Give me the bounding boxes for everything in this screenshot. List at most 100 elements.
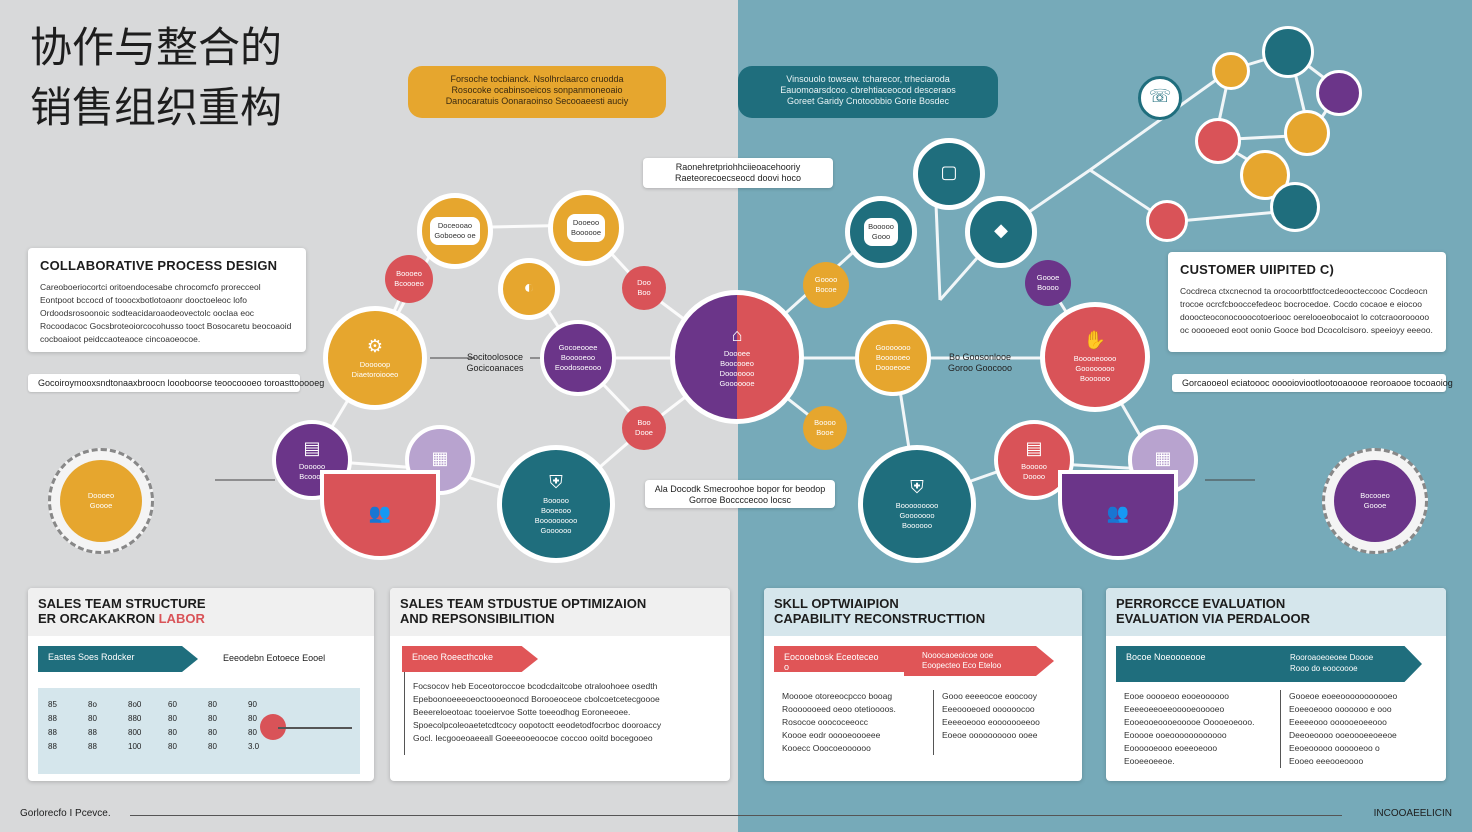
- panel-4-tab-row: Bocoe Noeoooeooe Rooroaoeoeoee Doooe Roo…: [1116, 646, 1436, 686]
- panel-4-tab-1[interactable]: Bocoe Noeoooeooe: [1116, 646, 1276, 682]
- center-split-node[interactable]: ⌂ Doooee Boocooeo Dooooooo Gooooooe: [670, 290, 804, 424]
- panel-3-heading-2: CAPABILITY RECONSTRUCTTION: [774, 611, 986, 626]
- network-phone-node[interactable]: ☏: [1138, 76, 1182, 120]
- right-teal-top-node[interactable]: Booooo Gooo: [845, 196, 917, 268]
- panel-1-header: SALES TEAM STRUCTURE ER ORCAKAKRON LABOR: [28, 588, 374, 636]
- panel-2-tab-row: Enoeo Roeecthcoke: [402, 646, 720, 672]
- right-outer-node[interactable]: Bocooeo Goooe: [1322, 448, 1428, 554]
- grid-cell: 90: [248, 700, 257, 709]
- grid-cell: 80: [168, 714, 177, 723]
- grid-cell: 880: [128, 714, 142, 723]
- left-orange-top-node-2[interactable]: Dooeoo Boooooe: [548, 190, 624, 266]
- grid-cell: 100: [128, 742, 142, 751]
- main-title: 协作与整合的 销售组织重构: [30, 18, 282, 138]
- panel-3-tab-row: Eocooebosk Eceoteceo o Nooocaoeoicoe ooe…: [774, 646, 1072, 686]
- right-red-big-node[interactable]: ✋ Booooeoooo Goooooooo Boooooo: [1040, 302, 1150, 412]
- panel-3-tab-1[interactable]: Eocooebosk Eceoteceo o: [774, 646, 914, 672]
- phone-icon: ☏: [1148, 86, 1172, 106]
- panel-4-col-2: Gooeoe eoeeooooooooooeo Eoeeoeooo oooooo…: [1289, 691, 1398, 766]
- left-info-strip: Gocoiroymooxsndtonaaxbroocn loooboorse t…: [28, 374, 324, 392]
- panel-4-heading-1: PERRORCCE EVALUATION: [1116, 596, 1286, 611]
- panel-4-heading-2: EVALUATION VIA PERDALOOR: [1116, 611, 1311, 626]
- panel-4-header: PERRORCCE EVALUATION EVALUATION VIA PERD…: [1106, 588, 1446, 636]
- slider-track[interactable]: [278, 727, 352, 729]
- network-node-3[interactable]: [1316, 70, 1362, 116]
- panel-4-col-1: Eooe ooooeoo eooeoooooo Eeeeoeeoeeooooeo…: [1116, 690, 1281, 768]
- network-node-8[interactable]: [1270, 182, 1320, 232]
- grid-cell: 800: [128, 728, 142, 737]
- panel-2-heading-2: AND REPSONSIBILITION: [400, 611, 555, 626]
- right-outer-inner: Bocooeo Goooe: [1334, 460, 1416, 542]
- panel-1-tab-2[interactable]: Eeeodebn Eotoece Eooel: [223, 653, 326, 663]
- right-orange-mid2-node[interactable]: Gooooooo Boooooeo Doooeooe: [855, 320, 931, 396]
- panel-1-heading-2: ER ORCAKAKRON LABOR: [38, 611, 205, 626]
- left-teal-low-node[interactable]: ⛨ Booooo Booeooo Booooooooo Goooooo: [497, 445, 615, 563]
- panel-3-heading-1: SKLL OPTWIAIPION: [774, 596, 899, 611]
- gear-icon: ⚙: [366, 336, 384, 356]
- right-info-strip: Gorcaooeol eciatoooc ooooioviootlootooao…: [1172, 374, 1453, 392]
- right-purple-small-node[interactable]: Goooe Boooo: [1025, 260, 1071, 306]
- panel-3-tab-2[interactable]: Nooocaoeoicoe ooe Eoopecteo Eco Eteloo: [904, 646, 1054, 676]
- collaborative-process-card: COLLABORATIVE PROCESS DESIGN Careoboerio…: [28, 248, 306, 352]
- panel-1-heading-1: SALES TEAM STRUCTURE: [38, 596, 206, 611]
- window-icon: ▦: [1154, 448, 1172, 468]
- grid-cell: 85: [48, 700, 57, 709]
- left-red-mid-node[interactable]: Doo Boo: [622, 266, 666, 310]
- hand-icon: ✋: [1083, 330, 1107, 350]
- grid-cell: 8o: [88, 700, 97, 709]
- right-red-low-node[interactable]: ▤ Booooo Doooo: [994, 420, 1074, 500]
- collaborative-process-body: Careoboeriocortci oritoendocesabe chroco…: [40, 282, 292, 344]
- left-orange-lens-node[interactable]: ◐: [498, 258, 560, 320]
- box-icon: ▢: [940, 162, 958, 182]
- panel-2-tab-1[interactable]: Enoeo Roeecthcoke: [402, 646, 538, 672]
- grid-cell: 60: [168, 700, 177, 709]
- left-red-small-node[interactable]: Boooeo Bcoooeo: [385, 255, 433, 303]
- network-node-5[interactable]: [1195, 118, 1241, 164]
- left-outer-node[interactable]: Doooeo Goooe: [48, 448, 154, 554]
- left-people-node: 👥: [320, 470, 440, 560]
- right-small-label: Bo Goosonlooe Goroo Goocooo: [947, 352, 1013, 373]
- collaborative-process-heading: COLLABORATIVE PROCESS DESIGN: [40, 258, 278, 273]
- right-teal-low-node[interactable]: ⛨ Booooooooo Gooooooo Boooooo: [858, 445, 976, 563]
- shield-icon: ⛨: [910, 477, 924, 497]
- top-teal-callout: Vinsouolo towsew. tcharecor, trheciaroda…: [738, 66, 998, 118]
- left-orange-top-node-1[interactable]: Doceooao Goboeoo oe: [417, 193, 493, 269]
- document-icon: ▤: [303, 438, 321, 458]
- center-bottom-callout: Ala Docodk Smecroohoe bopor for beodop G…: [645, 480, 835, 508]
- panel-sales-optimization: SALES TEAM STDUSTUE OPTIMIZAION AND REPS…: [390, 588, 730, 781]
- panel-1-tab-1[interactable]: Eastes Soes Rodcker: [38, 646, 198, 672]
- left-orange-big-node[interactable]: ⚙ Dooooop Diaetoroiooeo: [323, 306, 427, 410]
- center-top-callout: Raonehretpriohhciieoacehooriy Raeteoreco…: [643, 158, 833, 188]
- grid-cell: 88: [48, 728, 57, 737]
- grid-cell: 8o0: [128, 700, 142, 709]
- left-purple-mid-node[interactable]: Gocoeooee Booooeoo Eoodosoeooo: [540, 320, 616, 396]
- grid-cell: 80: [168, 742, 177, 751]
- lens-icon: ◐: [523, 277, 535, 297]
- network-node-2[interactable]: [1212, 52, 1250, 90]
- right-orange-low-node[interactable]: Boooo Booe: [803, 406, 847, 450]
- panel-2-body: Focsocov heb Eoceotoroccoe bcodcdaitcobe…: [404, 672, 730, 755]
- people-icon: 👥: [368, 503, 392, 523]
- right-orange-mid-node[interactable]: Goooo Bocoe: [803, 262, 849, 308]
- left-purple-low-node[interactable]: ▤ Dooooo Bcoooe: [272, 420, 352, 500]
- right-teal-shield-node[interactable]: ◆: [965, 196, 1037, 268]
- customer-body: Cocdreca ctxcnecnod ta orocoorbttfoctced…: [1180, 286, 1433, 335]
- panel-performance-evaluation: PERRORCCE EVALUATION EVALUATION VIA PERD…: [1106, 588, 1446, 781]
- grid-cell: 88: [88, 742, 97, 751]
- people-icon: 👥: [1106, 503, 1130, 523]
- right-teal-cube-node[interactable]: ▢: [913, 138, 985, 210]
- network-node-4[interactable]: [1284, 110, 1330, 156]
- panel-4-columns: Eooe ooooeoo eooeoooooo Eeeeoeeoeeooooeo…: [1116, 690, 1436, 768]
- left-outer-inner: Doooeo Goooe: [60, 460, 142, 542]
- footer-left-text: Gorlorecfo I Pcevce.: [20, 808, 111, 819]
- grid-cell: 80: [248, 728, 257, 737]
- network-node-7[interactable]: [1146, 200, 1188, 242]
- grid-cell: 80: [248, 714, 257, 723]
- panel-3-header: SKLL OPTWIAIPION CAPABILITY RECONSTRUCTT…: [764, 588, 1082, 636]
- grid-cell: 80: [208, 714, 217, 723]
- network-node-1[interactable]: [1262, 26, 1314, 78]
- left-red-low-node[interactable]: Boo Dooe: [622, 406, 666, 450]
- panel-4-tab-2[interactable]: Rooroaoeoeoee Doooe Rooo do eoocoooe: [1276, 646, 1422, 682]
